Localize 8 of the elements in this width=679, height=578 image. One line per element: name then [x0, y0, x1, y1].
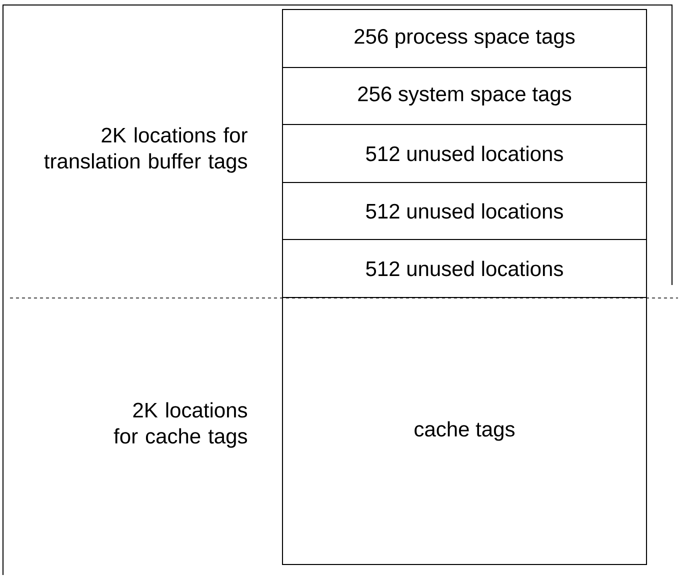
table-cell: cache tags — [282, 297, 647, 565]
table-cell: 256 system space tags — [282, 67, 647, 125]
side-label: 2K locations for translation buffer tags — [44, 127, 248, 173]
table-cell: 512 unused locations — [282, 182, 647, 240]
table-cell: 512 unused locations — [282, 124, 647, 183]
side-label: 2K locations for cache tags — [114, 402, 248, 448]
table-cell: 512 unused locations — [282, 239, 647, 298]
table-cell: 256 process space tags — [282, 9, 647, 68]
